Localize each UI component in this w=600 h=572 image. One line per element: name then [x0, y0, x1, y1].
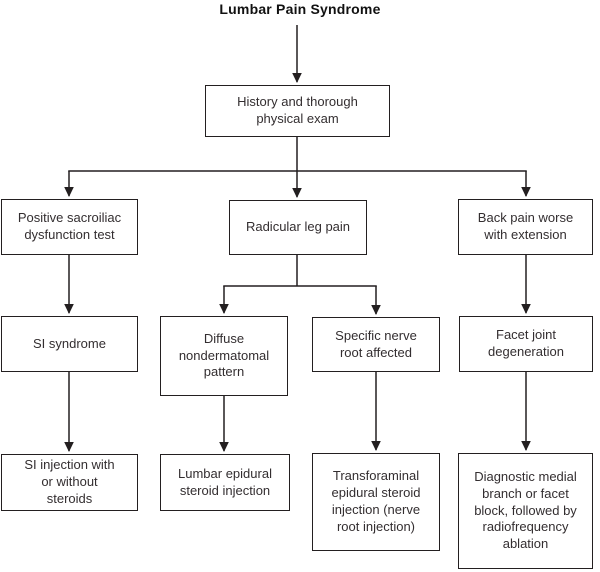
connector-history-rail: [68, 137, 527, 172]
node-facet-joint-degeneration: Facet joint degeneration: [459, 316, 593, 372]
node-radicular-leg-pain: Radicular leg pain: [229, 200, 367, 255]
node-si-syndrome: SI syndrome: [1, 316, 138, 372]
node-specific-nerve-root: Specific nerve root affected: [312, 317, 440, 372]
connector-radicular-rail: [223, 255, 377, 287]
node-sacroiliac-dysfunction-test: Positive sacroiliac dysfunction test: [1, 199, 138, 255]
node-history-physical-exam: History and thorough physical exam: [205, 85, 390, 137]
node-si-injection: SI injection with or without steroids: [1, 454, 138, 511]
node-lumbar-epidural-injection: Lumbar epidural steroid injection: [160, 454, 290, 511]
node-diagnostic-block-ablation: Diagnostic medial branch or facet block,…: [458, 453, 593, 569]
node-back-pain-extension: Back pain worse with extension: [458, 199, 593, 255]
diagram-title: Lumbar Pain Syndrome: [219, 1, 381, 17]
node-diffuse-nondermatomal: Diffuse nondermatomal pattern: [160, 316, 288, 396]
node-transforaminal-injection: Transforaminal epidural steroid injectio…: [312, 453, 440, 551]
